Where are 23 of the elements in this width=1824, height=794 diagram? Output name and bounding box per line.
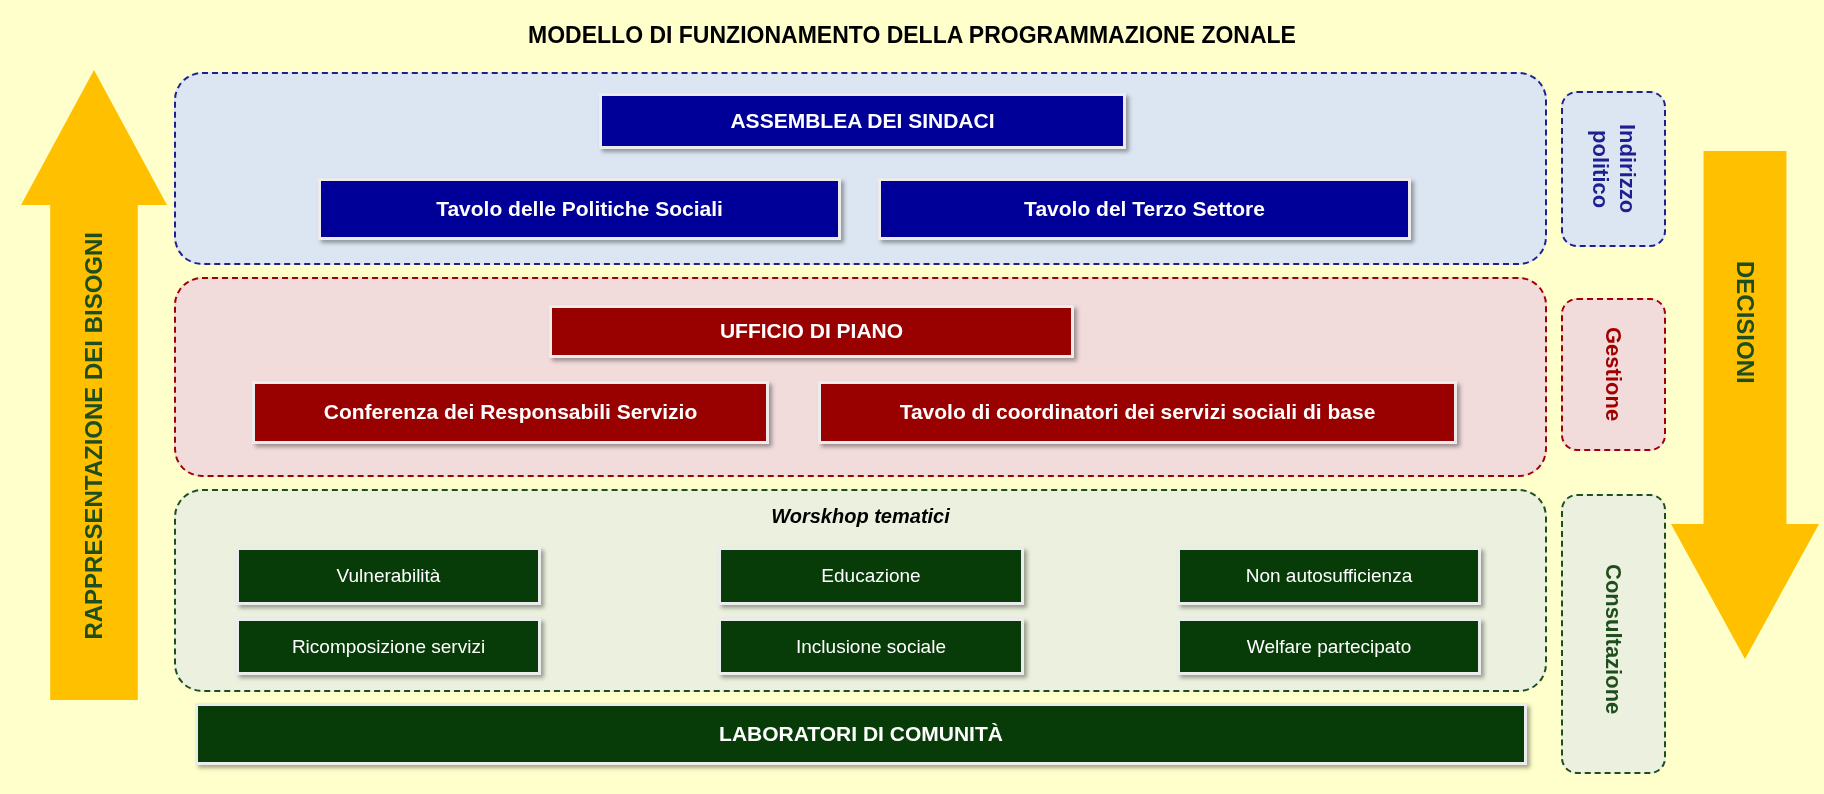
diagram-title: MODELLO DI FUNZIONAMENTO DELLA PROGRAMMAZIONE ZONALE <box>528 21 1296 50</box>
dashed-group-panel <box>174 277 1547 477</box>
arrow-label: DECISIONI <box>1731 261 1760 384</box>
process-box: Vulnerabilità <box>236 547 541 605</box>
process-box: Inclusione sociale <box>718 618 1024 675</box>
process-box: Educazione <box>718 547 1024 605</box>
process-box: Welfare partecipato <box>1177 618 1481 675</box>
group-heading: Worskhop tematici <box>771 504 950 529</box>
side-label-box: Consultazione <box>1561 494 1666 774</box>
process-box: ASSEMBLEA DEI SINDACI <box>599 93 1126 149</box>
arrow-label: RAPPRESENTAZIONE DEI BISOGNI <box>79 232 108 640</box>
process-box: Tavolo di coordinatori dei servizi sociali di base <box>818 381 1457 444</box>
process-box: LABORATORI DI COMUNITÀ <box>195 703 1527 765</box>
process-box: Ricomposizione servizi <box>236 618 541 675</box>
process-box: UFFICIO DI PIANO <box>549 305 1074 358</box>
process-box: Conferenza dei Responsabili Servizio <box>252 381 769 444</box>
process-box: Tavolo del Terzo Settore <box>878 178 1411 240</box>
side-label-box: Indirizzo politico <box>1561 91 1666 247</box>
dashed-group-panel <box>174 72 1547 265</box>
side-label-box: Gestione <box>1561 298 1666 451</box>
process-box: Non autosufficienza <box>1177 547 1481 605</box>
dashed-group-panel <box>174 489 1547 692</box>
process-box: Tavolo delle Politiche Sociali <box>318 178 841 240</box>
